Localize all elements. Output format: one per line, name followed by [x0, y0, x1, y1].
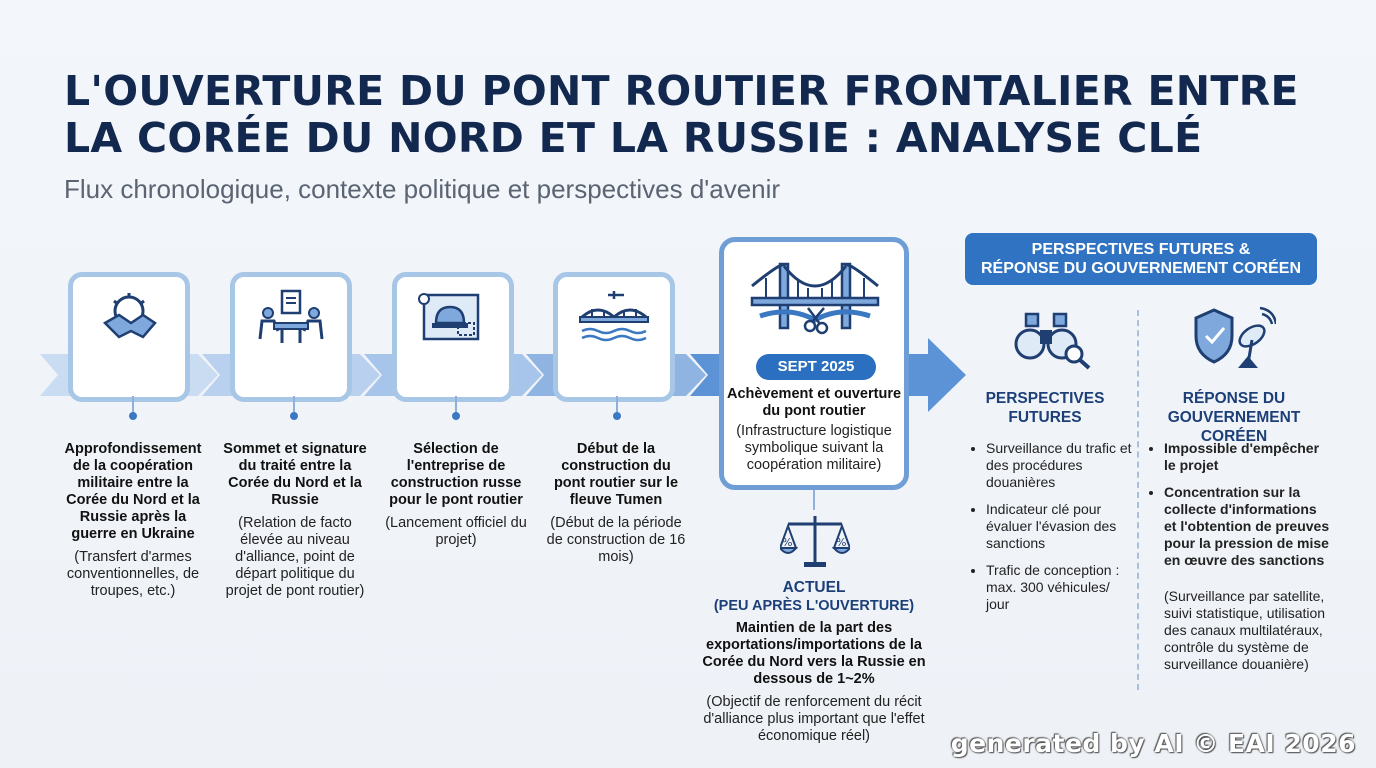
svg-text:%: % [836, 536, 846, 549]
desc-1-note: (Transfert d'armes conventionnelles, de … [66, 549, 200, 599]
desc-3-note: (Lancement officiel du projet) [385, 515, 527, 548]
desc-2-bold: Sommet et signature du traité entre la C… [223, 441, 367, 508]
date-label-5: SEPT 2025 [756, 354, 876, 380]
shield-satellite-icon [1194, 306, 1276, 368]
desc-3-bold: Sélection de l'entreprise de constructio… [389, 441, 523, 508]
bridge-ribbon-cutting-icon [750, 262, 880, 335]
timeline-desc-4: Début de la construction du pont routier… [545, 441, 687, 566]
page-subtitle: Flux chronologique, contexte politique e… [64, 174, 781, 204]
bridge-construction-icon [579, 291, 649, 342]
connector-line-2 [293, 396, 295, 414]
government-note: (Surveillance par satellite, suivi stati… [1164, 588, 1326, 672]
timeline-desc-3: Sélection de l'entreprise de constructio… [385, 441, 527, 549]
desc-5-bold: Achèvement et ouverture du pont routier [726, 386, 902, 419]
timeline-card-1 [68, 272, 190, 402]
handshake-gear-icon [102, 293, 157, 339]
perspectives-banner: PERSPECTIVES FUTURES & RÉPONSE DU GOUVER… [965, 233, 1317, 285]
binoculars-icon [1014, 312, 1091, 370]
timeline-card-2 [230, 272, 352, 402]
banner-line-1: PERSPECTIVES FUTURES & [1031, 241, 1251, 258]
timeline-card-3 [392, 272, 514, 402]
desc-4-bold: Début de la construction du pont routier… [553, 441, 679, 508]
timeline-desc-5: Achèvement et ouverture du pont routier … [724, 386, 904, 474]
future-bullet-3: Trafic de conception : max. 300 véhicule… [986, 562, 1132, 613]
current-title: ACTUEL [782, 579, 846, 596]
svg-text:%: % [782, 536, 792, 549]
blueprint-helmet-icon [418, 293, 480, 341]
watermark: generated by AI © EAI 2026 [950, 729, 1356, 758]
future-bullets: Surveillance du trafic et des procédures… [972, 440, 1132, 623]
desc-1-bold: Approfondissement de la coopération mili… [64, 441, 202, 542]
current-desc: Maintien de la part des exportations/imp… [702, 620, 926, 745]
timeline-dot-3 [452, 412, 460, 420]
desc-2-note: (Relation de facto élevée au niveau d'al… [225, 515, 365, 599]
page-title: L'OUVERTURE DU PONT ROUTIER FRONTALIER E… [64, 68, 1299, 162]
timeline-desc-1: Approfondissement de la coopération mili… [58, 441, 208, 600]
date-label-2: JUIN 2024 [259, 365, 331, 383]
future-bullet-1: Surveillance du trafic et des procédures… [986, 440, 1132, 491]
desc-4-note: (Début de la période de construction de … [546, 515, 686, 565]
timeline-dot-2 [290, 412, 298, 420]
connector-line-5 [813, 490, 815, 510]
timeline-desc-2: Sommet et signature du traité entre la C… [222, 441, 368, 600]
date-label-3: FÉV 2025 [423, 365, 491, 383]
connector-line-4 [616, 396, 618, 414]
timeline-dot-1 [129, 412, 137, 420]
banner-line-2: RÉPONSE DU GOUVERNEMENT CORÉEN [980, 260, 1302, 277]
current-note: (Objectif de renforcement du récit d'all… [703, 694, 925, 744]
current-bold: Maintien de la part des exportations/imp… [702, 620, 926, 687]
future-bullet-2: Indicateur clé pour évaluer l'évasion de… [986, 501, 1132, 552]
government-bullets: Impossible d'empêcher le projet Concentr… [1150, 440, 1330, 573]
timeline-dot-4 [613, 412, 621, 420]
title-line-1: L'OUVERTURE DU PONT ROUTIER FRONTALIER E… [64, 67, 1299, 115]
title-line-2: LA CORÉE DU NORD ET LA RUSSIE : ANALYSE … [64, 114, 1203, 162]
date-label-4: AVR 2025 [582, 365, 652, 383]
balance-percent-icon: % % [780, 516, 850, 567]
timeline-card-4 [553, 272, 675, 402]
desc-5-note: (Infrastructure logistique symbolique su… [736, 423, 892, 473]
government-bullet-1: Impossible d'empêcher le projet [1164, 440, 1330, 474]
connector-line-3 [455, 396, 457, 414]
current-subtitle: (PEU APRÈS L'OUVERTURE) [713, 598, 915, 614]
government-bullet-2: Concentration sur la collecte d'informat… [1164, 484, 1330, 569]
connector-line-1 [132, 396, 134, 414]
current-heading: ACTUEL (PEU APRÈS L'OUVERTURE) [700, 578, 928, 616]
column-divider [1137, 310, 1139, 690]
meeting-signing-icon [258, 289, 324, 343]
